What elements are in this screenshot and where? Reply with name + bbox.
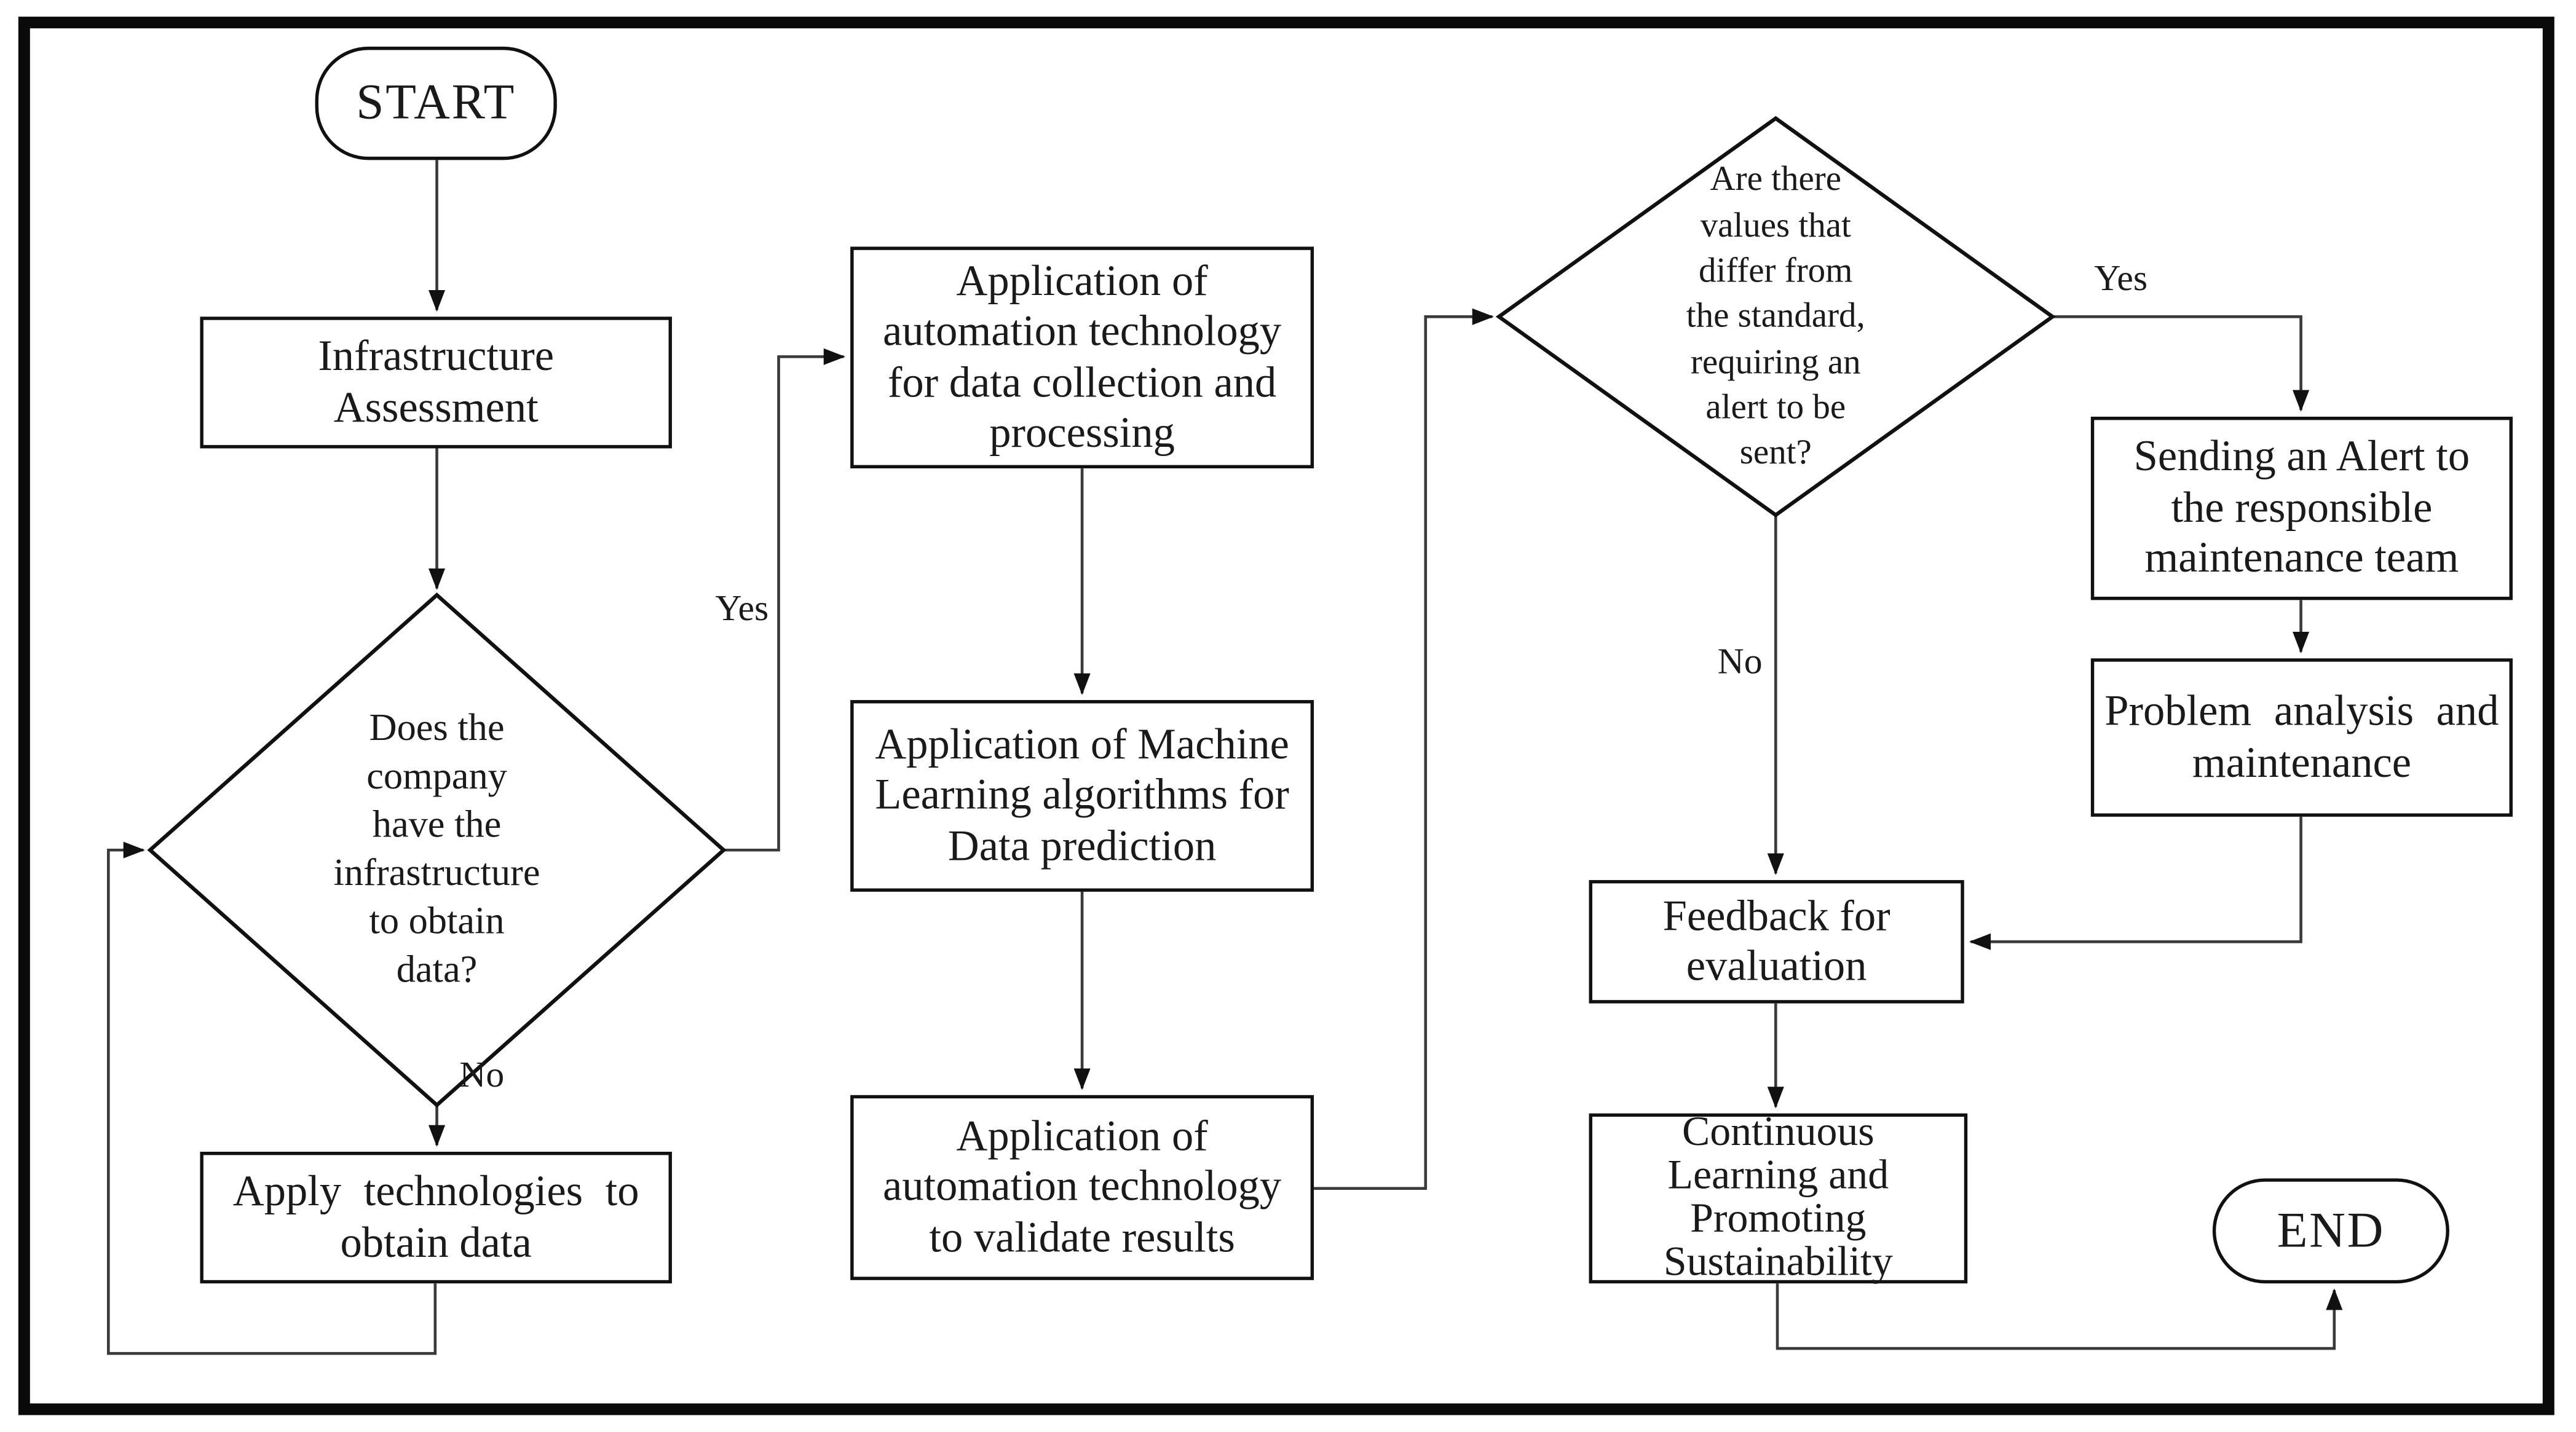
node-line: Application of Machine bbox=[875, 720, 1289, 768]
node-line: Continuous bbox=[1681, 1109, 1875, 1155]
edge-continuous-to-end bbox=[1776, 1283, 2343, 1350]
node-line: Learning algorithms for bbox=[875, 770, 1289, 819]
edge-label-yes-right: Yes bbox=[2094, 256, 2148, 299]
node-line: Does the bbox=[369, 707, 505, 749]
edge-decision2-yes-to-alert bbox=[2052, 315, 2310, 412]
node-line: Problem analysis and bbox=[2104, 686, 2499, 736]
node-line: differ from bbox=[1699, 250, 1853, 291]
decision-values-differ-shape bbox=[1495, 116, 2056, 517]
edge-label-yes-left: Yes bbox=[715, 586, 769, 629]
node-line: Apply technologies to bbox=[232, 1166, 639, 1216]
node-line: the responsible bbox=[2171, 482, 2433, 532]
end-label: END bbox=[2277, 1203, 2385, 1259]
decision-has-infrastructure-text: Does the company have the infrastructure… bbox=[237, 620, 637, 1080]
node-line: Sustainability bbox=[1663, 1240, 1893, 1286]
figure-frame-border bbox=[18, 17, 2554, 1415]
edge-label-no-left: No bbox=[459, 1053, 505, 1095]
node-line: automation technology bbox=[882, 1162, 1282, 1211]
node-line: automation technology bbox=[882, 307, 1282, 355]
end-node: END bbox=[2212, 1178, 2449, 1284]
edge-validation-to-decision2 bbox=[1314, 308, 1494, 1190]
send-alert-node: Sending an Alert to the responsible main… bbox=[2090, 417, 2513, 600]
node-line: evaluation bbox=[1686, 942, 1867, 990]
node-line: for data collection and bbox=[887, 357, 1277, 406]
node-line: have the bbox=[372, 803, 502, 846]
node-line: Are there bbox=[1710, 159, 1841, 199]
node-line: to obtain bbox=[369, 900, 505, 942]
node-line: obtain data bbox=[340, 1218, 532, 1266]
automation-validation-node: Application of automation technology to … bbox=[850, 1095, 1314, 1280]
node-line: requiring an bbox=[1690, 340, 1861, 382]
problem-analysis-node: Problem analysis and maintenance bbox=[2090, 658, 2513, 817]
node-line: Feedback for bbox=[1662, 891, 1891, 940]
edge-decision1-yes-to-collection bbox=[724, 348, 845, 852]
node-line: Promoting bbox=[1690, 1197, 1867, 1242]
infrastructure-assessment-node: Infrastructure Assessment bbox=[200, 317, 672, 449]
start-label: START bbox=[356, 76, 516, 131]
node-line: processing bbox=[989, 408, 1175, 457]
apply-technologies-node: Apply technologies to obtain data bbox=[200, 1151, 672, 1284]
node-line: Sending an Alert to bbox=[2133, 432, 2470, 481]
edge-problem-to-feedback bbox=[1969, 816, 2302, 950]
node-line: sent? bbox=[1739, 432, 1812, 473]
node-line: Infrastructure bbox=[318, 331, 555, 380]
node-line: Data prediction bbox=[947, 821, 1217, 870]
edge-label-no-right: No bbox=[1717, 640, 1763, 682]
node-line: values that bbox=[1700, 204, 1851, 245]
node-line: maintenance team bbox=[2144, 533, 2459, 583]
continuous-learning-node: Continuous Learning and Promoting Sustai… bbox=[1589, 1109, 1968, 1286]
node-line: infrastructure bbox=[333, 851, 540, 894]
node-line: Assessment bbox=[333, 382, 539, 431]
node-line: data? bbox=[396, 948, 478, 990]
node-line: Learning and bbox=[1667, 1153, 1889, 1198]
node-line: company bbox=[366, 755, 507, 797]
node-line: to validate results bbox=[929, 1213, 1235, 1262]
start-node: START bbox=[315, 46, 557, 160]
node-line: Application of bbox=[956, 1111, 1208, 1160]
node-line: alert to be bbox=[1705, 387, 1846, 427]
feedback-node: Feedback for evaluation bbox=[1589, 879, 1964, 1004]
decision-has-infrastructure-shape bbox=[147, 592, 727, 1108]
node-line: Application of bbox=[956, 256, 1208, 305]
decision-values-differ-text: Are there values that differ from the st… bbox=[1592, 127, 1959, 506]
edge-apply-loop-to-decision1 bbox=[106, 841, 437, 1355]
node-line: maintenance bbox=[2192, 738, 2412, 786]
ml-prediction-node: Application of Machine Learning algorith… bbox=[850, 700, 1314, 892]
automation-collection-node: Application of automation technology for… bbox=[850, 246, 1314, 469]
node-line: the standard, bbox=[1686, 295, 1865, 336]
